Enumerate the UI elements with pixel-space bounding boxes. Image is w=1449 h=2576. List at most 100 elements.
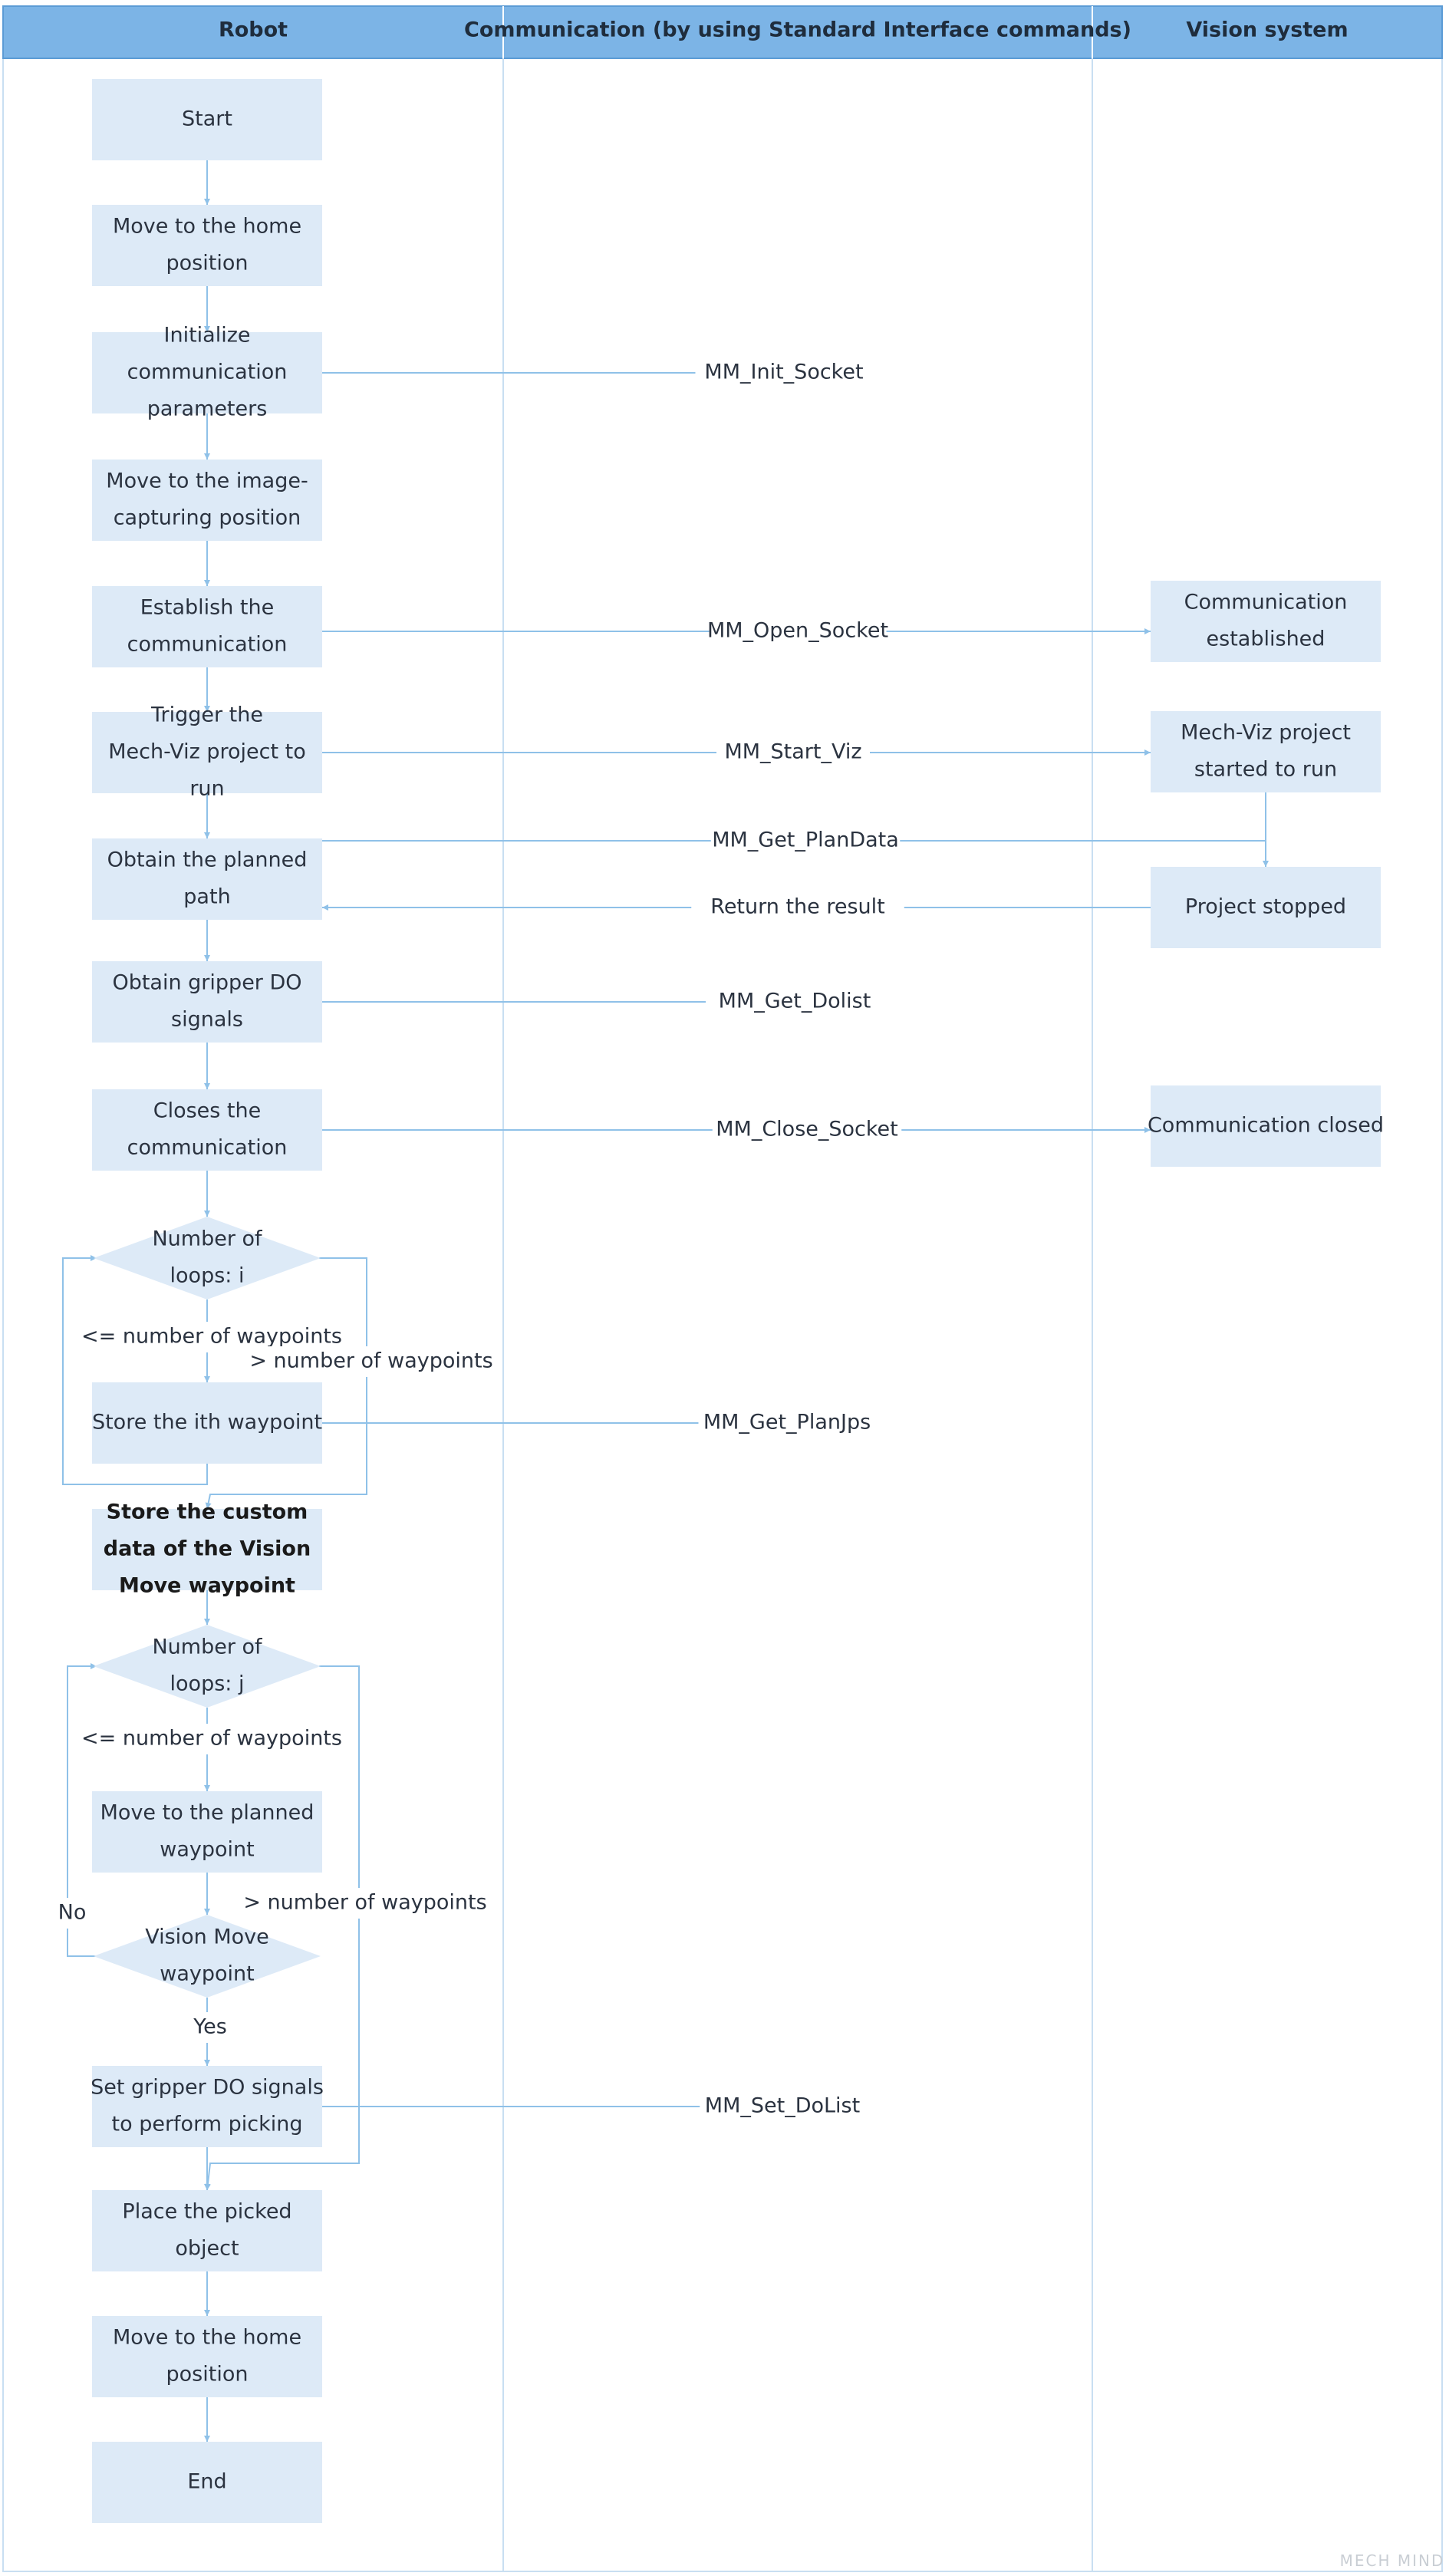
node-obtainpath-box <box>92 838 322 920</box>
edge-label-init-socket-bg <box>695 357 873 388</box>
node-storecustom-text-line-1: Store the custom <box>107 1500 308 1524</box>
node-trigger-text-line-2: Mech-Viz project to <box>108 740 306 764</box>
node-setdo-text-line-2: to perform picking <box>112 2113 303 2136</box>
node-establish-text-line-1: Establish the <box>140 596 274 620</box>
edge-label-return-result-bg <box>691 892 904 923</box>
node-place-text-line-1: Place the picked <box>122 2200 291 2224</box>
node-loopi-text-line-1: Number of <box>152 1227 263 1251</box>
edge-label-get-dolist-bg <box>712 987 878 1017</box>
edge-label-loopj-le-waypoints: <= number of waypoints <box>81 1727 342 1751</box>
node-closes-text-line-2: communication <box>127 1136 288 1160</box>
edge-label-loopj-le-waypoints-bg <box>75 1724 348 1754</box>
node-obtaindo-text-line-2: signals <box>171 1008 243 1032</box>
node-establish-text-line-2: communication <box>127 633 288 657</box>
node-capture-text-line-1: Move to the image- <box>106 469 308 493</box>
edge-label-get-planjps: MM_Get_PlanJps <box>703 1411 871 1435</box>
node-home1-box <box>92 205 322 286</box>
node-start-text-line-1: Start <box>182 107 232 131</box>
lane-title-vision-system: Vision system <box>1186 18 1348 42</box>
node-establish-box <box>92 586 322 667</box>
edge-label-close-socket: MM_Close_Socket <box>716 1118 898 1141</box>
node-home2-box <box>92 2316 322 2397</box>
node-init-text-line-2: communication <box>127 361 288 384</box>
node-end-text-line-1: End <box>187 2470 226 2494</box>
node-storecustom-box <box>92 1509 322 1590</box>
edge-label-loopj-gt-waypoints-bg <box>235 1888 496 1919</box>
node-moveplanned-text-line-2: waypoint <box>160 1838 254 1862</box>
node-v_established-text-line-2: established <box>1207 628 1326 651</box>
node-v_stopped-text-line-1: Project stopped <box>1185 895 1346 919</box>
node-loopj-diamond <box>94 1625 321 1708</box>
node-trigger-box <box>92 712 322 793</box>
node-capture-text-line-2: capturing position <box>114 506 301 530</box>
node-setdo-text-line-1: Set gripper DO signals <box>91 2076 324 2100</box>
flow-connector-storeith-back-to-loopi <box>62 1255 208 1485</box>
edge-label-init-socket: MM_Init_Socket <box>704 361 863 384</box>
edge-label-visionmove-no-bg <box>54 1898 90 1929</box>
node-moveplanned-text-line-1: Move to the planned <box>100 1801 314 1825</box>
node-obtaindo-text-line-1: Obtain gripper DO <box>112 971 301 995</box>
node-visionmove-diamond <box>94 1915 321 1998</box>
lane-title-communication: Communication (by using Standard Interfa… <box>464 18 1131 42</box>
node-setdo-box <box>92 2066 322 2147</box>
node-v_closed-text-line-1: Communication closed <box>1148 1114 1384 1138</box>
node-storeith-text-line-1: Store the ith waypoint <box>92 1411 322 1435</box>
edge-label-get-plandata: MM_Get_PlanData <box>712 828 899 852</box>
node-storecustom-text-line-3: Move waypoint <box>119 1574 295 1598</box>
node-init-text-line-3: parameters <box>147 397 268 421</box>
node-closes-box <box>92 1089 322 1171</box>
edge-label-get-plandata-bg <box>710 825 901 856</box>
node-obtainpath-text-line-2: path <box>183 885 230 909</box>
node-end-box <box>92 2442 322 2523</box>
node-obtaindo-box <box>92 961 322 1043</box>
node-visionmove-text-line-2: waypoint <box>160 1962 254 1986</box>
node-visionmove-text-line-1: Vision Move <box>145 1925 269 1949</box>
node-v_started-text-line-1: Mech-Viz project <box>1181 721 1351 745</box>
node-v_started-text-line-2: started to run <box>1194 758 1337 782</box>
edge-label-get-dolist: MM_Get_Dolist <box>719 990 871 1013</box>
edge-label-loopj-gt-waypoints: > number of waypoints <box>243 1891 486 1915</box>
edge-label-open-socket: MM_Open_Socket <box>707 619 888 643</box>
node-init-text-line-1: Initialize <box>164 324 251 348</box>
mech-mind-watermark: MECH MIND <box>1340 2551 1445 2570</box>
node-start-box <box>92 79 322 160</box>
edge-label-close-socket-bg <box>712 1115 902 1145</box>
edge-label-visionmove-yes-bg <box>186 2012 234 2043</box>
node-capture-box <box>92 460 322 541</box>
edge-label-return-result: Return the result <box>710 895 884 919</box>
node-loopi-diamond <box>94 1217 321 1300</box>
node-closes-text-line-1: Closes the <box>153 1099 262 1123</box>
node-home1-text-line-1: Move to the home <box>113 215 301 239</box>
edge-label-loopi-le-waypoints: <= number of waypoints <box>81 1325 342 1349</box>
flow-connector-loopi-exit-to-storecustom <box>205 1257 367 1510</box>
edge-label-loopi-gt-waypoints-bg <box>241 1346 502 1377</box>
node-moveplanned-box <box>92 1791 322 1873</box>
edge-label-loopi-gt-waypoints: > number of waypoints <box>249 1349 492 1373</box>
lane-header-bar <box>2 5 1443 59</box>
node-storeith-box <box>92 1382 322 1464</box>
node-v_established-text-line-1: Communication <box>1184 591 1348 614</box>
edge-label-visionmove-no: No <box>58 1901 87 1925</box>
node-home2-text-line-1: Move to the home <box>113 2326 301 2350</box>
flow-connector-loopj-exit-to-place <box>204 1665 360 2191</box>
node-v_stopped-box <box>1151 867 1381 948</box>
edge-label-visionmove-yes: Yes <box>193 2015 227 2039</box>
node-loopj-text-line-2: loops: j <box>170 1672 245 1696</box>
node-loopi-text-line-2: loops: i <box>170 1264 245 1288</box>
node-home1-text-line-2: position <box>166 252 249 275</box>
lane-title-robot: Robot <box>219 18 288 42</box>
node-storecustom-text-line-2: data of the Vision <box>104 1537 311 1561</box>
edge-label-start-viz: MM_Start_Viz <box>724 740 861 764</box>
edge-label-get-planjps-bg <box>698 1408 876 1438</box>
edge-label-set-dolist-bg <box>700 2091 865 2122</box>
edge-label-open-socket-bg <box>709 616 887 647</box>
flow-connector-visionmove-no-to-loopj <box>67 1663 97 1957</box>
node-trigger-text-line-1: Trigger the <box>150 703 263 727</box>
node-v_closed-box <box>1151 1085 1381 1167</box>
node-obtainpath-text-line-1: Obtain the planned <box>107 848 308 872</box>
edge-label-start-viz-bg <box>716 737 870 768</box>
node-place-box <box>92 2190 322 2271</box>
node-v_established-box <box>1151 581 1381 662</box>
node-place-text-line-2: object <box>175 2237 239 2261</box>
